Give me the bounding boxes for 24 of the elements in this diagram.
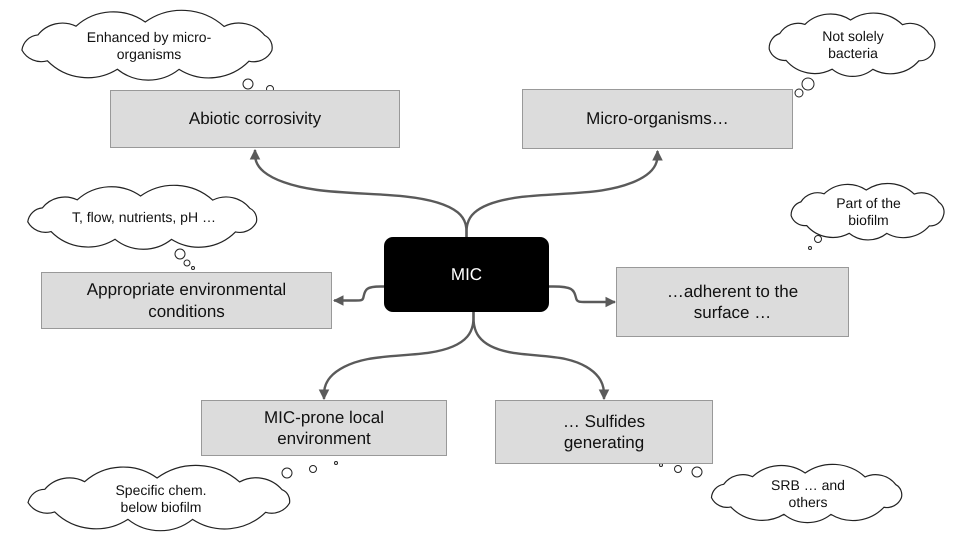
node-label: …adherent to the surface … bbox=[666, 280, 800, 324]
node-label: Not solely bacteria bbox=[821, 28, 885, 62]
curved-arrow bbox=[549, 285, 616, 308]
curved-arrow bbox=[465, 150, 663, 237]
curved-arrow bbox=[332, 285, 384, 306]
node-label: Enhanced by micro-organisms bbox=[86, 28, 212, 64]
central-box bbox=[384, 237, 549, 312]
process-box bbox=[201, 400, 447, 456]
process-box bbox=[41, 272, 332, 329]
node-label: … Sulfides generating bbox=[562, 410, 646, 454]
node-label: MIC-prone local environment bbox=[263, 406, 385, 450]
node-label: SRB … and others bbox=[770, 476, 846, 512]
curved-arrow bbox=[472, 312, 610, 400]
node-label: Specific chem. below biofilm bbox=[114, 482, 208, 516]
node-label: Abiotic corrosivity bbox=[188, 108, 322, 130]
node-label: Micro-organisms… bbox=[586, 108, 729, 130]
process-box bbox=[110, 90, 400, 148]
process-box bbox=[495, 400, 713, 464]
process-box bbox=[616, 267, 849, 337]
node-label: Part of the biofilm bbox=[835, 194, 902, 230]
node-label: MIC bbox=[450, 264, 482, 284]
node-label: T, flow, nutrients, pH … bbox=[72, 209, 216, 227]
node-label: Appropriate environmental conditions bbox=[86, 279, 288, 322]
process-box bbox=[522, 89, 793, 149]
